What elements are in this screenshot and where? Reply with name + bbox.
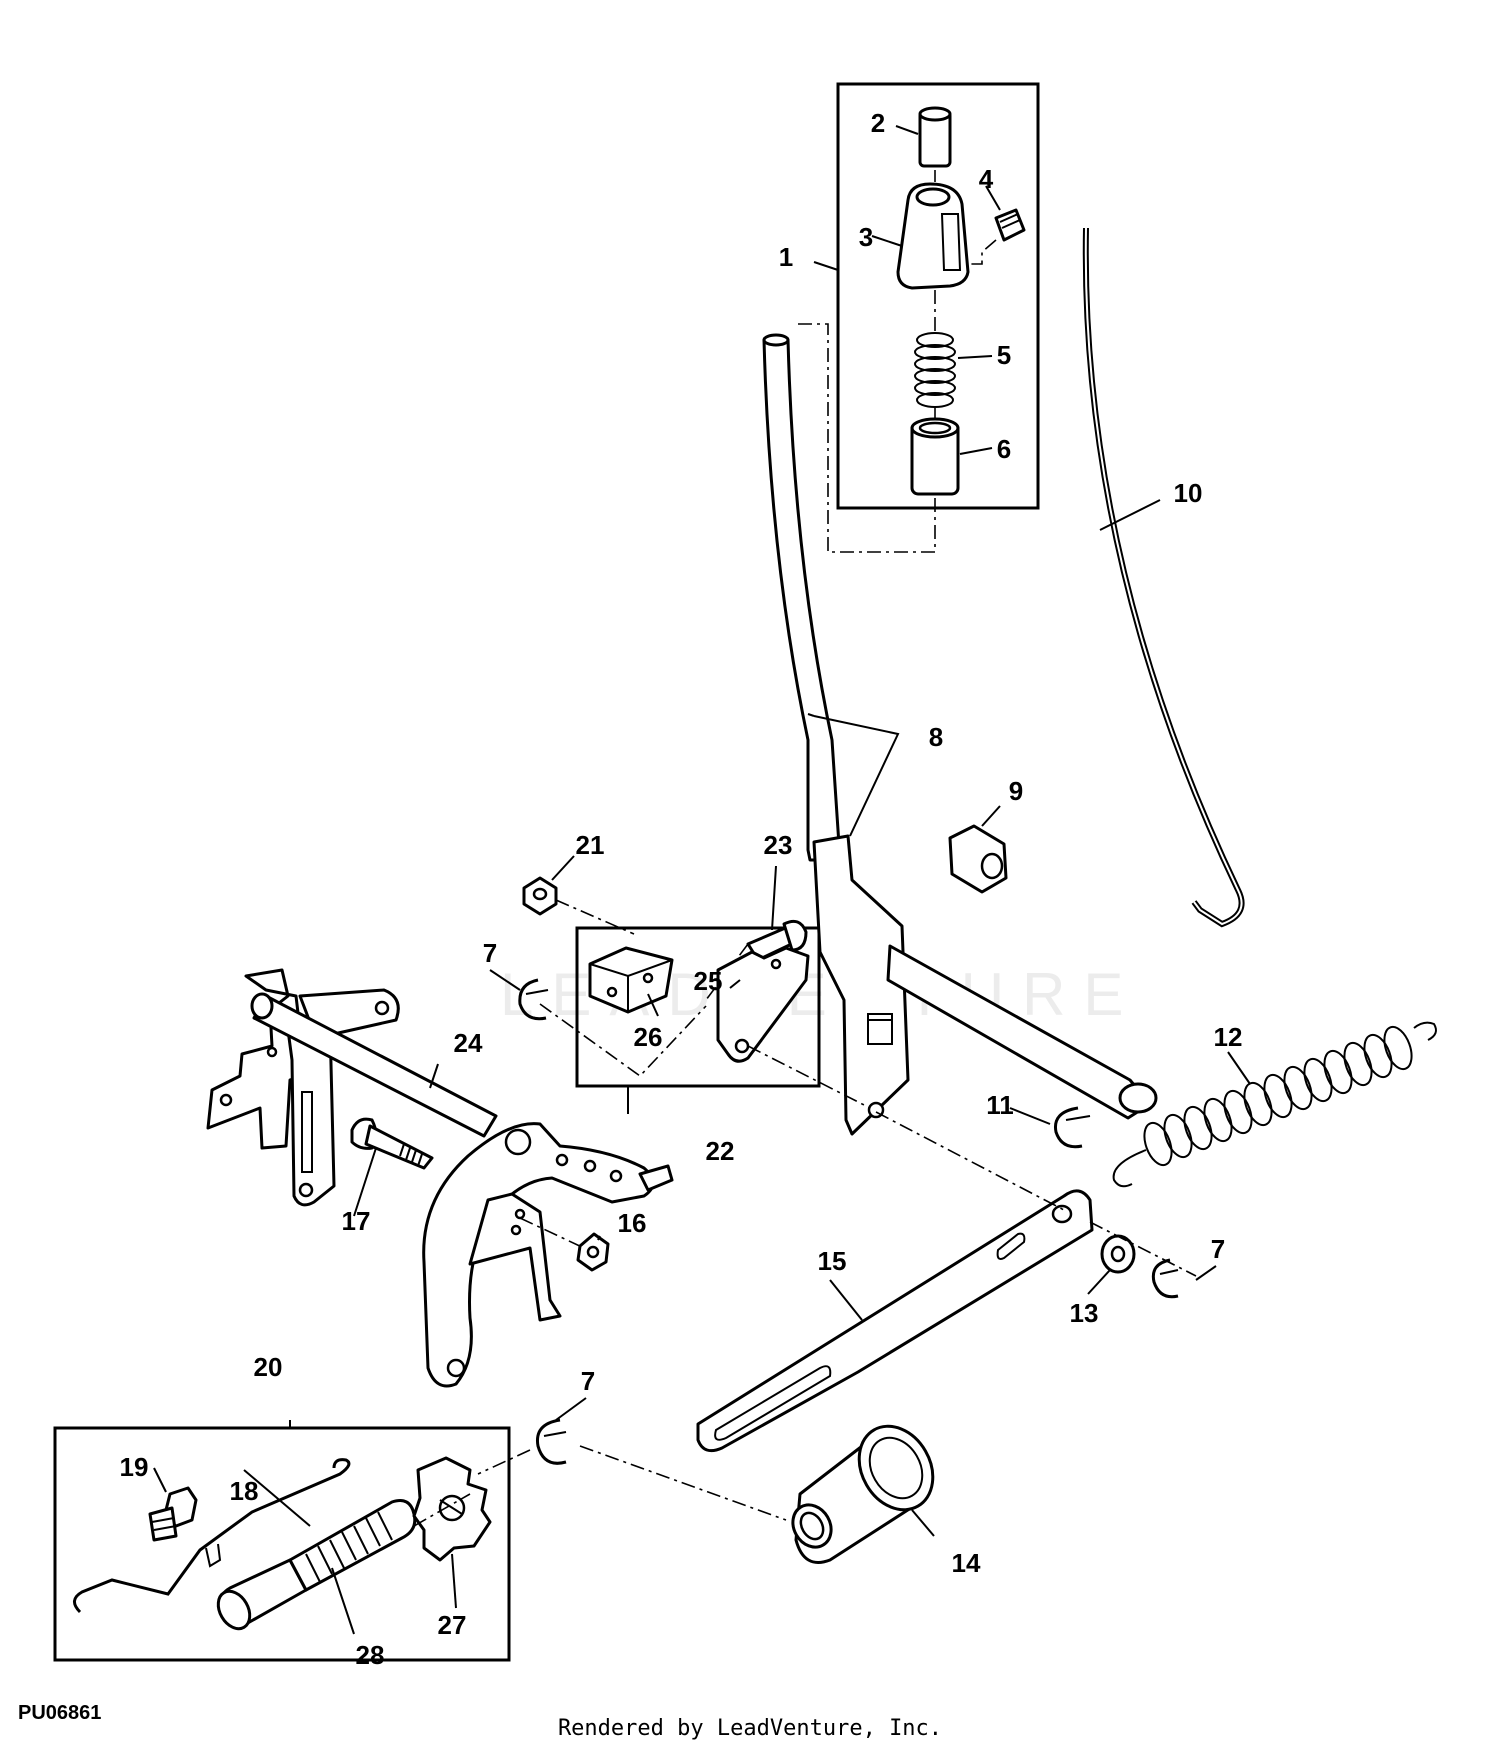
- callout-16: 16: [618, 1208, 647, 1238]
- bracket-24: [206, 968, 674, 1388]
- callout-27: 27: [438, 1610, 467, 1640]
- callout-26: 26: [634, 1022, 663, 1052]
- e-clip-7-lower: [535, 1418, 567, 1465]
- diagram-id-code: PU06861: [18, 1702, 102, 1724]
- nut-21: [522, 876, 558, 916]
- callout-28: 28: [356, 1640, 385, 1670]
- callout-7-upper: 7: [483, 938, 497, 968]
- arm-15: [696, 1189, 1094, 1453]
- callout-8: 8: [929, 722, 943, 752]
- kit-box-22: [575, 926, 821, 1088]
- rod-10: [1082, 227, 1245, 928]
- callout-12: 12: [1214, 1022, 1243, 1052]
- shaft-28: [216, 1499, 417, 1631]
- callout-5: 5: [997, 340, 1011, 370]
- callout-19: 19: [120, 1452, 149, 1482]
- callout-23: 23: [764, 830, 793, 860]
- sleeve-6: [910, 417, 960, 496]
- callout-17: 17: [342, 1206, 371, 1236]
- e-clip-7-right: [1151, 1258, 1179, 1299]
- callout-14: 14: [952, 1548, 981, 1578]
- knob-3: [896, 182, 970, 290]
- ratchet-plate-27: [412, 1456, 492, 1562]
- callout-22: 22: [706, 1136, 735, 1166]
- callout-15: 15: [818, 1246, 847, 1276]
- spring-wire-18: [73, 1458, 351, 1614]
- plug-19: [148, 1486, 198, 1542]
- callout-11: 11: [986, 1090, 1014, 1120]
- nut-16: [576, 1232, 610, 1272]
- callout-3: 3: [859, 222, 873, 252]
- washer-13: [1100, 1234, 1136, 1274]
- callout-20: 20: [254, 1352, 283, 1382]
- callout-21: 21: [576, 830, 605, 860]
- e-clip-7-upper: [518, 978, 549, 1021]
- bolt-17: [350, 1117, 434, 1170]
- render-credit: Rendered by LeadVenture, Inc.: [557, 1716, 943, 1741]
- knob-14: [791, 1424, 935, 1564]
- callout-9: 9: [1009, 776, 1023, 806]
- block-26: [588, 946, 674, 1014]
- callout-7-right: 7: [1211, 1234, 1225, 1264]
- plate-25: [716, 946, 810, 1063]
- callout-7-lower: 7: [581, 1366, 595, 1396]
- callout-6: 6: [997, 434, 1011, 464]
- callout-24: 24: [454, 1028, 483, 1058]
- clip-11: [1053, 1106, 1091, 1149]
- callout-18: 18: [230, 1476, 259, 1506]
- callout-1: 1: [779, 242, 793, 272]
- pin-2: [918, 106, 952, 168]
- callout-25: 25: [694, 966, 723, 996]
- kit-box-1: [836, 82, 1040, 510]
- bolt-23: [746, 919, 808, 962]
- spring-5: [914, 332, 956, 408]
- callout-13: 13: [1070, 1298, 1099, 1328]
- lever-8: [762, 333, 1158, 1136]
- kit-box-20: [53, 1426, 511, 1662]
- callout-4: 4: [979, 164, 994, 194]
- spring-12: [1112, 1021, 1437, 1188]
- callout-10: 10: [1174, 478, 1203, 508]
- set-screw-4: [994, 208, 1026, 242]
- bushing-9: [948, 824, 1008, 894]
- callout-2: 2: [871, 108, 885, 138]
